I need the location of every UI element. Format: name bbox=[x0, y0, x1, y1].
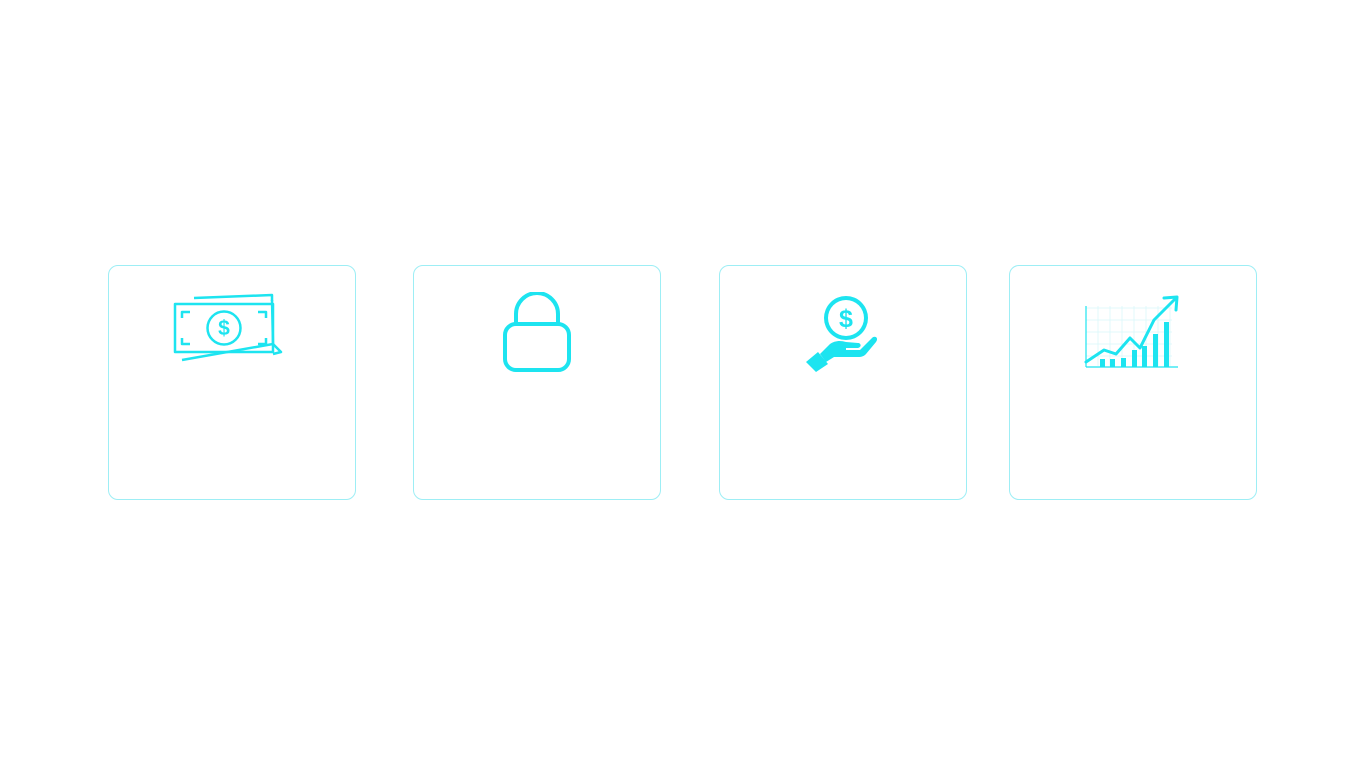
feature-card-growth bbox=[1009, 265, 1257, 500]
svg-text:$: $ bbox=[839, 305, 853, 333]
hand-holding-coin-icon: $ bbox=[806, 296, 878, 372]
padlock-icon bbox=[503, 292, 571, 372]
feature-card-cash: $ bbox=[108, 265, 356, 500]
svg-text:$: $ bbox=[218, 317, 230, 340]
feature-card-security bbox=[413, 265, 661, 500]
cash-banknotes-icon: $ bbox=[173, 293, 283, 362]
growth-chart-icon bbox=[1084, 295, 1179, 368]
feature-card-savings: $ bbox=[719, 265, 967, 500]
